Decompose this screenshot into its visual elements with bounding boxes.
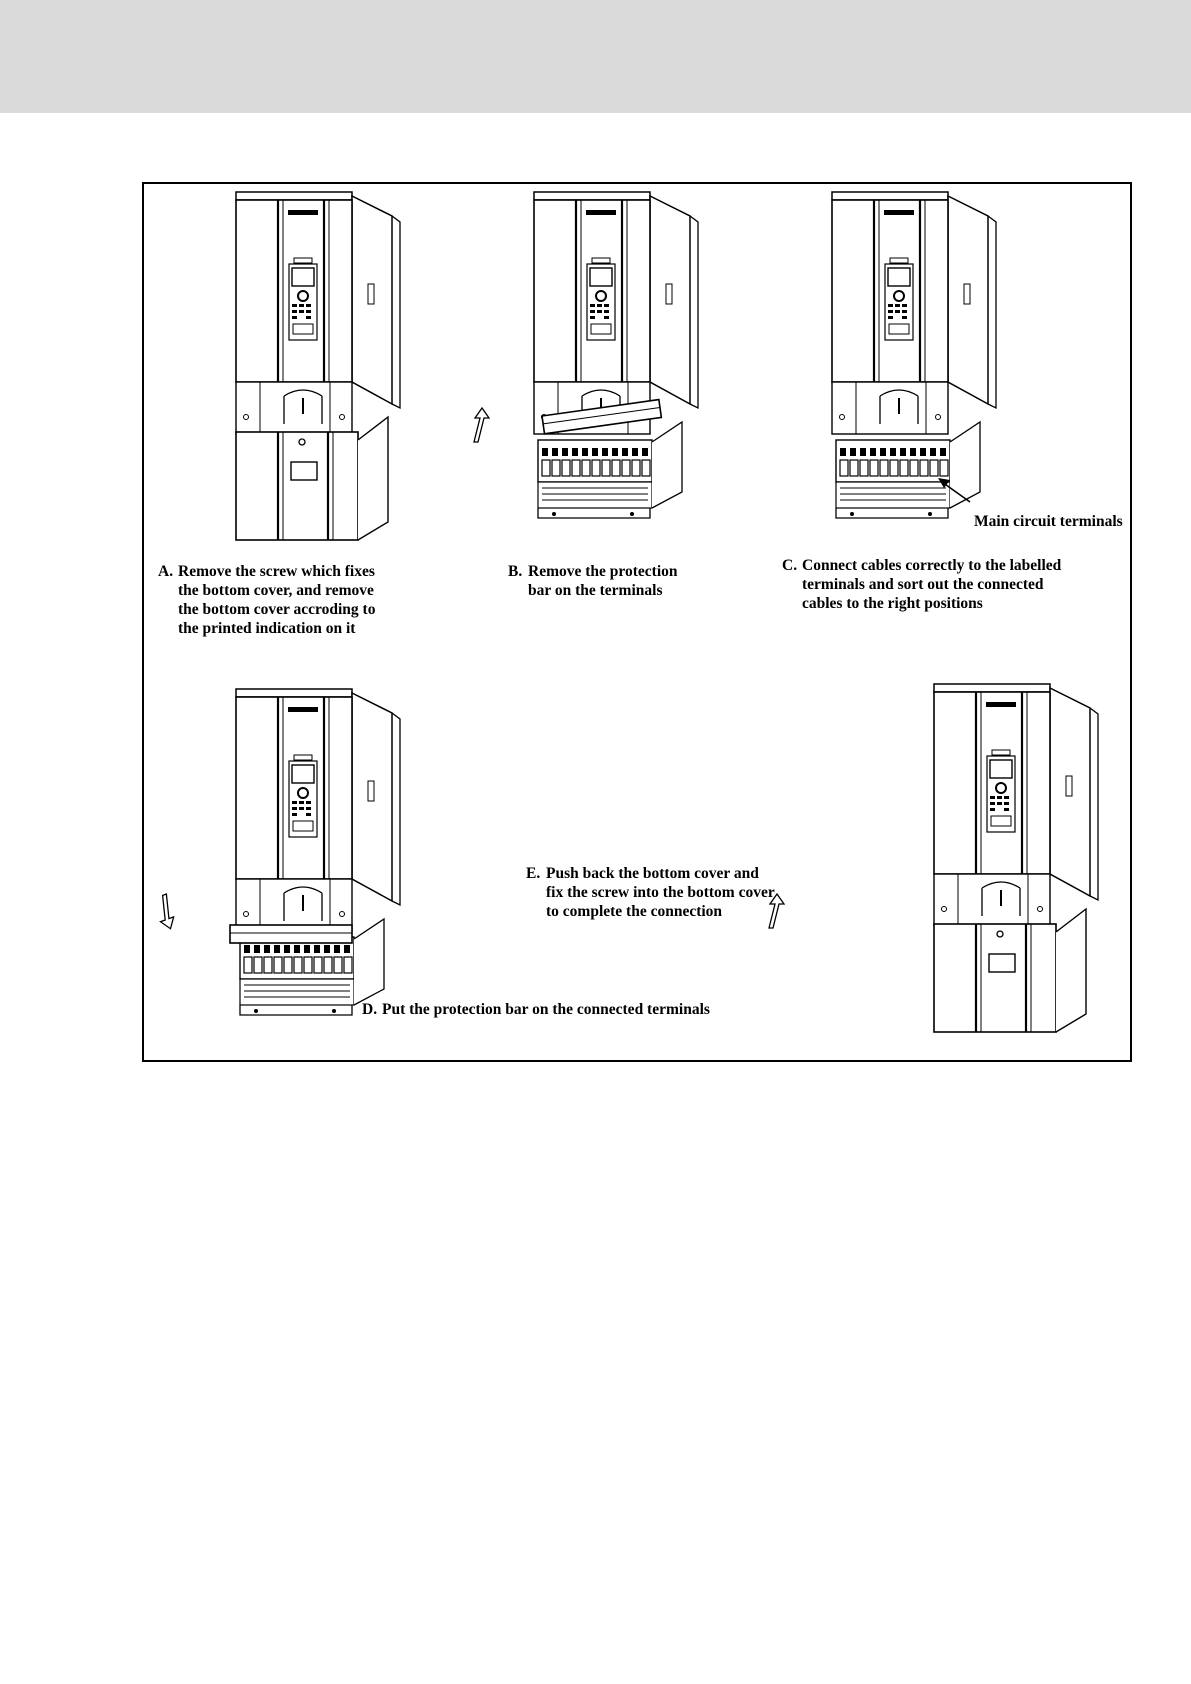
step-a-line-1: Remove the screw which fixes — [178, 563, 375, 580]
step-b-letter: B. — [508, 563, 523, 580]
page-header-band — [0, 0, 1191, 113]
step-e-line-3: to complete the connection — [546, 903, 723, 920]
step-a-line-2: the bottom cover, and remove — [178, 582, 374, 599]
main-circuit-terminals-label: Main circuit terminals — [974, 513, 1123, 530]
step-e-line-1: Push back the bottom cover and — [546, 865, 759, 882]
step-b-line-2: bar on the terminals — [528, 582, 663, 599]
step-c-line-3: cables to the right positions — [802, 595, 983, 612]
drive-panel-a — [234, 190, 402, 542]
step-e-letter: E. — [526, 865, 541, 882]
drive-panel-b — [473, 190, 700, 519]
drive-panel-d — [151, 687, 402, 1016]
step-d-line-1: Put the protection bar on the connected … — [382, 1001, 710, 1018]
step-a-line-4: the printed indication on it — [178, 620, 356, 637]
installation-figure: A.Remove the screw which fixes the botto… — [142, 182, 1132, 1062]
step-d-caption: D.Put the protection bar on the connecte… — [362, 1000, 710, 1019]
step-e-line-2: fix the screw into the bottom cover — [546, 884, 775, 901]
step-b-caption: B. Remove the protection bar on the termi… — [508, 562, 678, 600]
drive-panel-e — [768, 682, 1100, 1034]
step-c-letter: C. — [782, 557, 798, 574]
installation-drawing — [151, 190, 1100, 1034]
step-c-line-2: terminals and sort out the connected — [802, 576, 1044, 593]
arrow-up-icon — [473, 407, 490, 443]
step-b-line-1: Remove the protection — [528, 563, 678, 580]
step-d-letter: D. — [362, 1001, 378, 1018]
arrow-down-icon — [151, 893, 179, 932]
step-c-caption: C.Connect cables correctly to the labell… — [782, 556, 1061, 613]
step-c-line-1: Connect cables correctly to the labelled — [802, 557, 1062, 574]
step-a-caption: A.Remove the screw which fixes the botto… — [158, 562, 375, 638]
step-a-letter: A. — [158, 563, 174, 580]
step-a-line-3: the bottom cover accroding to — [178, 601, 376, 618]
drive-panel-c — [830, 190, 998, 519]
step-e-caption: E. Push back the bottom cover and fix the… — [526, 864, 775, 921]
